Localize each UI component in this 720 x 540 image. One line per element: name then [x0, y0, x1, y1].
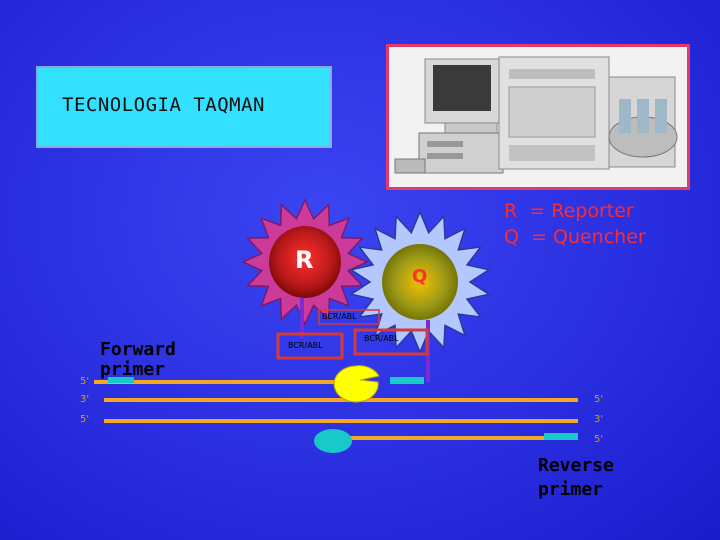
polymerase-2-icon: [314, 429, 352, 453]
right-end-2: 3': [594, 414, 604, 425]
pcr-instrument-image: [389, 47, 687, 187]
forward-primer-mark: [108, 377, 134, 383]
instrument-photo: [386, 44, 690, 190]
probe-box-right: [353, 328, 429, 356]
right-end-3: 5': [594, 434, 604, 445]
probe-box-top: [318, 309, 380, 325]
left-end-2: 3': [80, 394, 90, 405]
polymerase-icon: [333, 365, 380, 403]
probe-label-right: BCR/ABL: [364, 334, 399, 343]
right-end-1: 5': [594, 394, 604, 405]
probe-label-left: BCR/ABL: [288, 341, 323, 350]
page-title: TECNOLOGIA TAQMAN: [62, 94, 265, 116]
probe-label-top: BCR/ABL: [322, 312, 357, 321]
legend: R = Reporter Q = Quencher: [504, 198, 646, 250]
reporter-starburst: [241, 198, 369, 326]
legend-quencher: Q = Quencher: [504, 226, 646, 248]
quencher-label: Q: [412, 266, 428, 287]
left-end-1: 5': [80, 376, 90, 387]
quencher-starburst: [349, 210, 491, 354]
probe-box-left: [276, 332, 344, 360]
legend-reporter: R = Reporter: [504, 200, 634, 222]
reverse-primer-mark: [544, 433, 578, 440]
probe-fragment-mark: [390, 377, 424, 384]
reverse-primer-label: Reverse primer: [538, 455, 614, 500]
title-box: TECNOLOGIA TAQMAN: [36, 66, 332, 148]
forward-primer-label: Forward primer: [100, 339, 176, 380]
left-end-3: 5': [80, 414, 90, 425]
reporter-label: R: [295, 246, 314, 274]
